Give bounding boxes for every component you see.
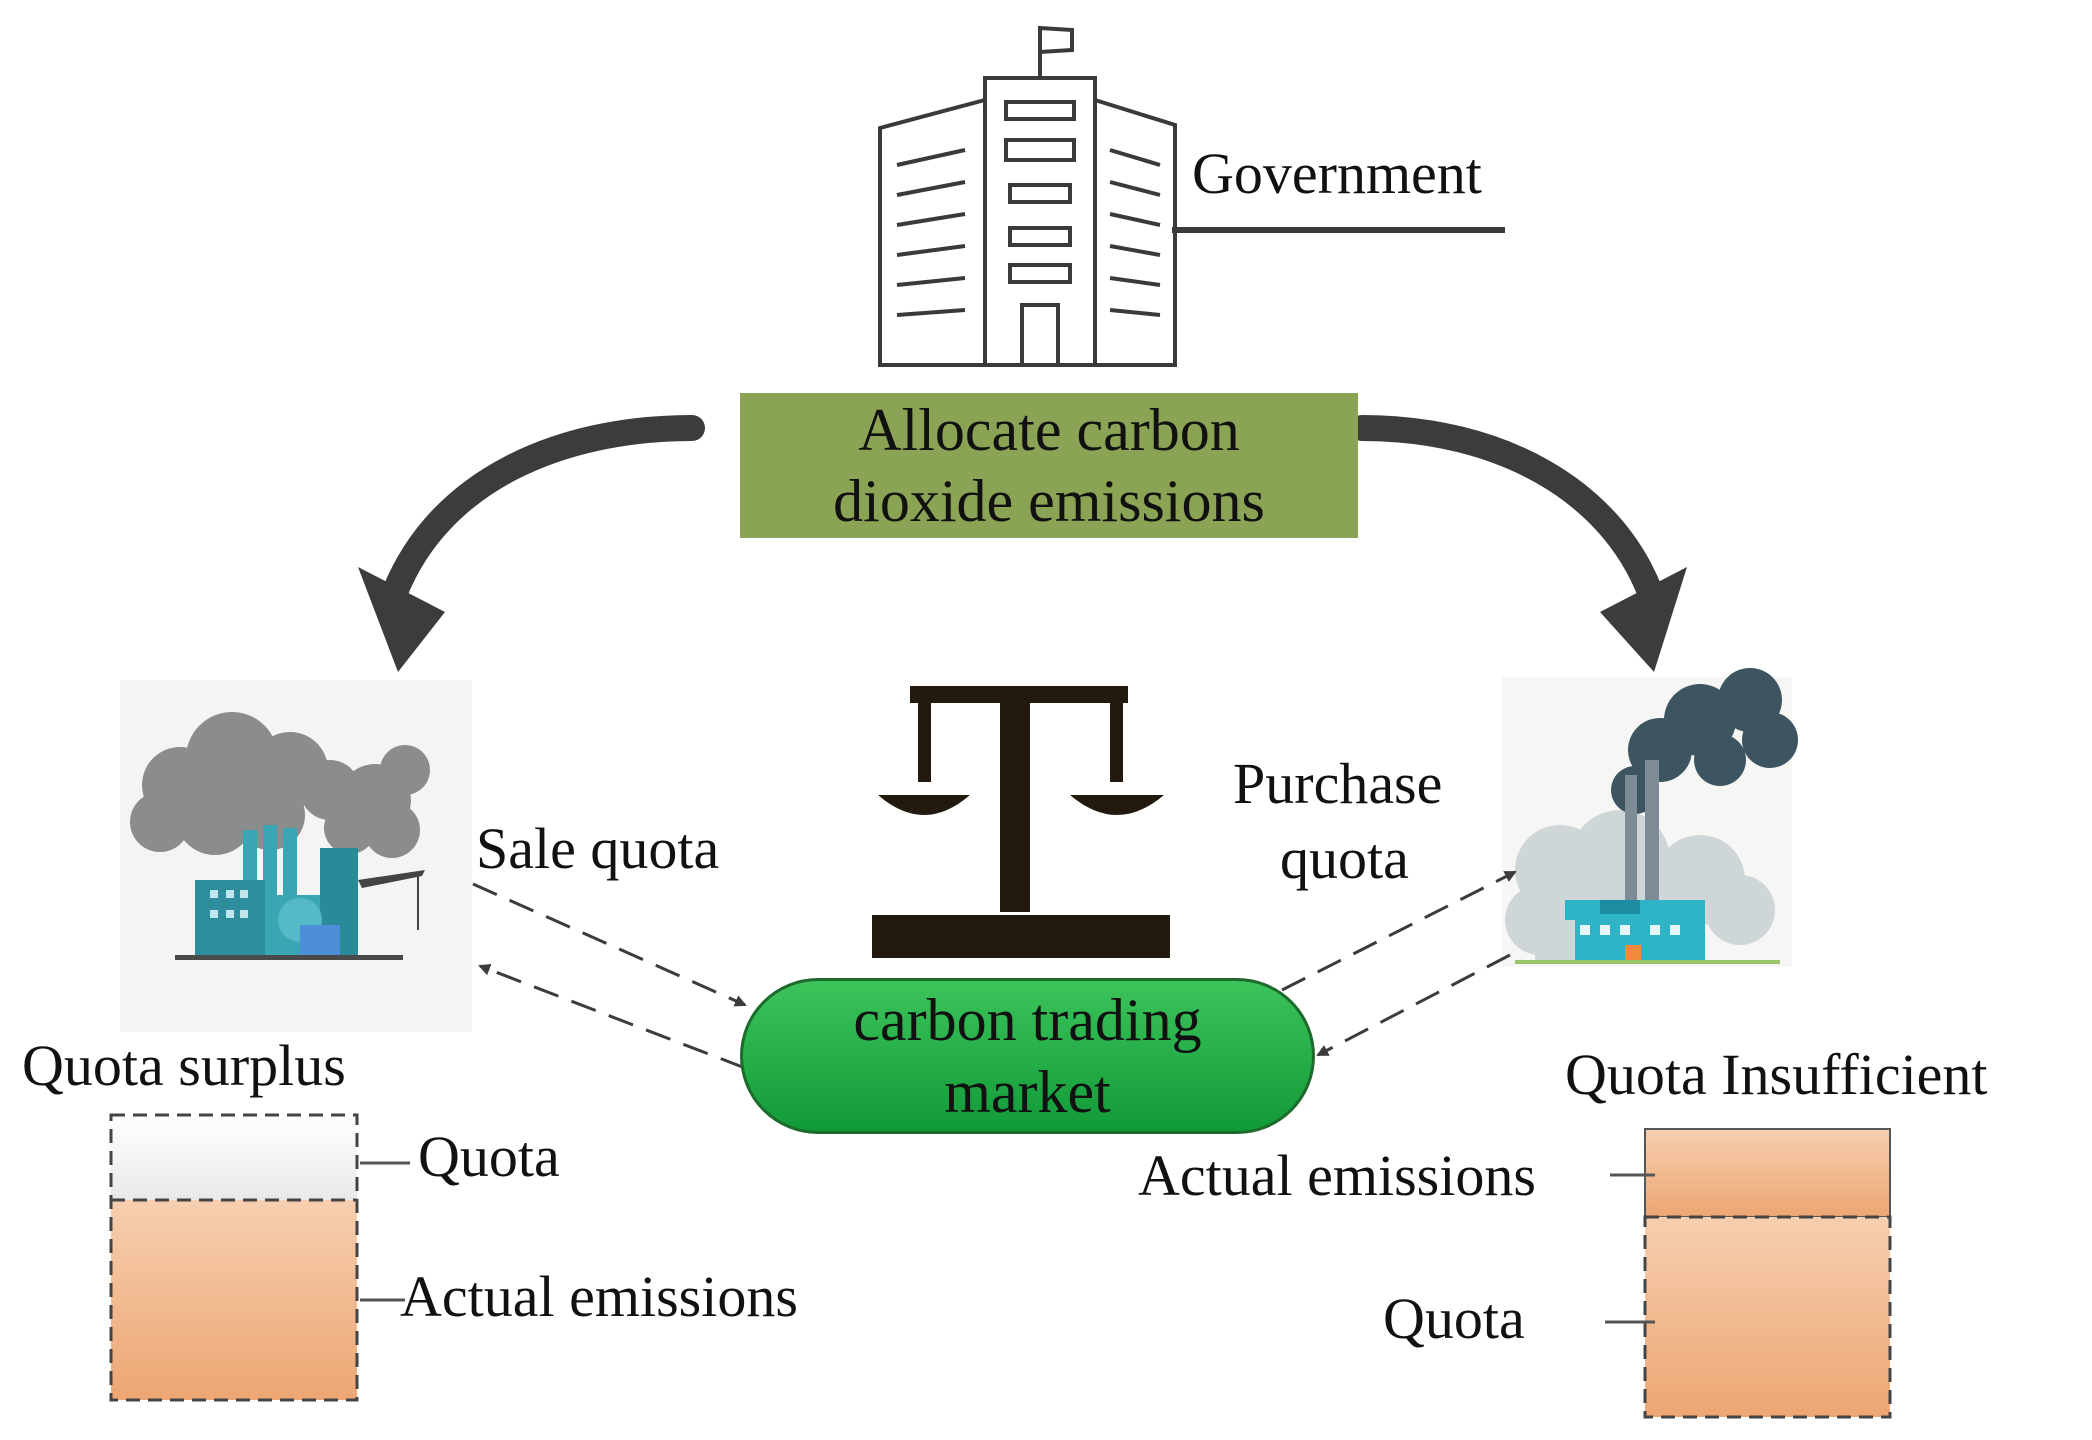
insufficient-bar-chart [1605,1128,1892,1419]
surplus-quota-label: Quota [418,1124,560,1189]
purchase-quota-label-line-1: Purchase [1233,751,1443,816]
market-line-1: carbon trading [853,987,1202,1053]
sale-quota-label: Sale quota [476,816,720,881]
allocate-emissions-box: Allocate carbon dioxide emissions [740,393,1358,538]
quota-insufficient-title: Quota Insufficient [1565,1042,1988,1107]
insufficient-quota-label: Quota [1383,1286,1525,1351]
allocate-line-2: dioxide emissions [833,467,1265,534]
surplus-actual-label: Actual emissions [400,1264,798,1329]
factory-surplus-icon [130,712,430,960]
market-line-2: market [944,1059,1111,1125]
government-building-icon [878,25,1177,367]
government-label: Government [1192,141,1482,206]
allocation-arrowhead-left [358,567,445,672]
insufficient-actual-label: Actual emissions [1138,1143,1536,1208]
carbon-trading-market-box: carbon trading market [740,978,1315,1134]
allocation-arrowhead-right [1600,567,1687,672]
surplus-quota-segment [111,1115,357,1200]
sale-quota-arrow [472,882,747,1007]
allocation-arrow-left [382,415,705,605]
insufficient-actual-top-segment [1644,1128,1891,1218]
insufficient-quota-segment [1645,1217,1890,1417]
allocate-line-1: Allocate carbon [858,396,1240,463]
insufficient-to-market-arrow [1316,953,1511,1057]
surplus-actual-segment [111,1200,357,1400]
purchase-quota-label-line-2: quota [1280,826,1409,891]
allocation-arrow-right [1349,415,1663,605]
factory-insufficient-icon [1505,668,1798,964]
surplus-bar-chart [109,1113,410,1402]
market-to-surplus-arrow [478,963,746,1070]
purchase-quota-arrow [1281,870,1517,992]
quota-surplus-title: Quota surplus [22,1033,346,1098]
balance-scale-icon [872,686,1170,958]
